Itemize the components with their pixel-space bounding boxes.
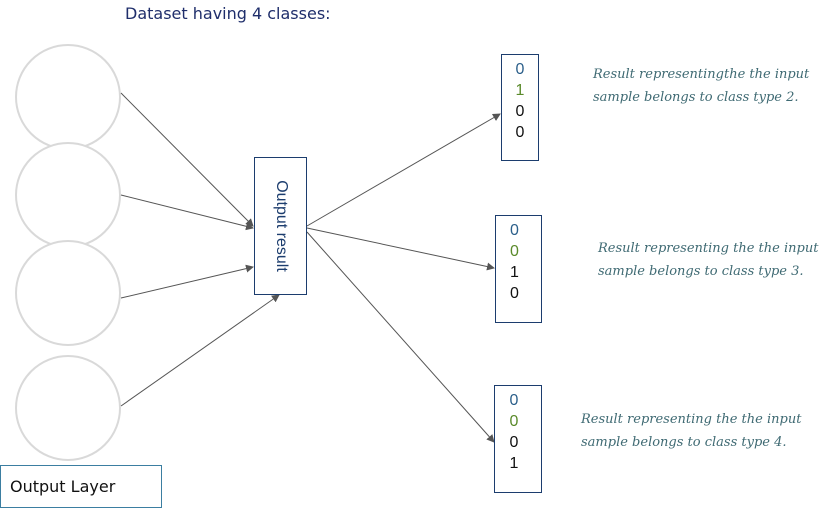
vector-digit: 0 [510,222,519,239]
vector-digit: 0 [509,434,519,451]
diagram-title: Dataset having 4 classes: [125,4,331,23]
annotation-class-2: Result representingthe the input sample … [593,63,809,109]
vector-digit: 0 [509,392,519,409]
vector-digit: 1 [515,82,525,99]
input-neuron-4 [15,355,121,461]
annotation-class-4: Result representing the the input sample… [581,408,801,454]
annotation-line: Result representingthe the input [593,67,810,82]
output-result-box: Output result [254,157,307,295]
vector-digit: 0 [509,413,519,430]
input-neuron-3 [15,240,121,346]
input-arrow-2 [120,194,254,231]
input-arrow-3 [120,264,254,299]
output-arrow-3 [306,231,495,443]
input-arrow-4 [120,294,280,407]
input-neuron-2 [15,142,121,248]
input-neuron-1 [15,44,121,150]
output-layer-label: Output Layer [0,465,162,508]
vector-digit: 1 [509,455,519,472]
vector-digit: 0 [510,243,519,260]
output-vector-class-4: 0 0 0 1 [494,385,542,493]
annotation-line: sample belongs to class type 4. [581,435,787,450]
output-arrow-2 [306,227,495,271]
vector-digit: 0 [510,285,519,302]
input-arrow-1 [120,92,254,227]
output-vector-class-2: 0 1 0 0 [501,54,539,161]
vector-digit: 1 [510,264,519,281]
annotation-line: Result representing the the input [598,241,819,256]
vector-digit: 0 [515,103,525,120]
vector-digit: 0 [515,61,525,78]
annotation-line: Result representing the the input [581,412,802,427]
output-vector-class-3: 0 0 1 0 [495,215,542,323]
output-arrow-1 [306,113,501,227]
output-result-label: Output result [272,180,290,272]
vector-digit: 0 [515,124,525,141]
annotation-line: sample belongs to class type 3. [598,264,804,279]
annotation-class-3: Result representing the the input sample… [598,237,818,283]
annotation-line: sample belongs to class type 2. [593,90,799,105]
